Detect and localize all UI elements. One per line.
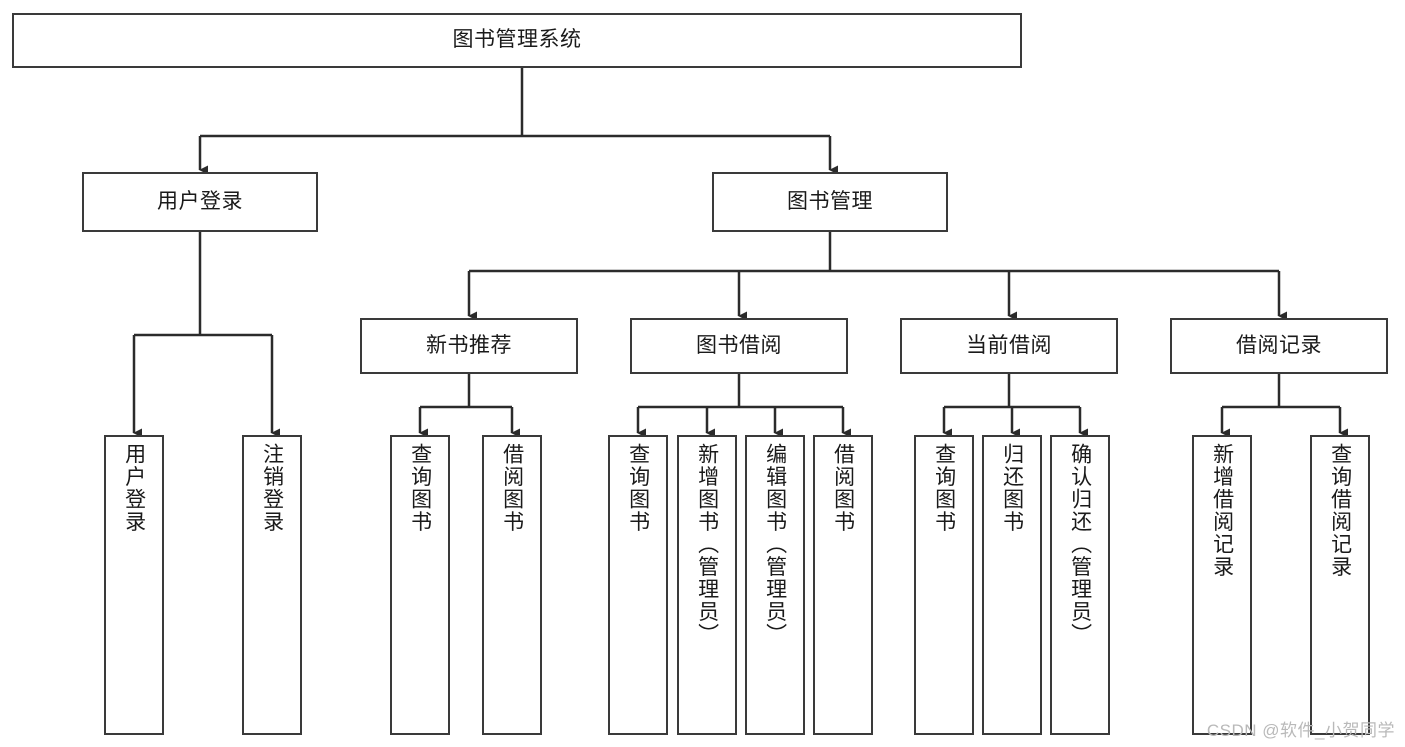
node-l3[interactable]: 查询图书 <box>390 435 450 735</box>
node-label: 查询图书 <box>408 443 432 533</box>
node-borrow[interactable]: 图书借阅 <box>630 318 848 374</box>
node-newbook[interactable]: 新书推荐 <box>360 318 578 374</box>
node-label: 新增图书（管理员） <box>695 443 719 646</box>
node-label: 查询图书 <box>932 443 956 533</box>
node-label: 图书借阅 <box>696 333 782 357</box>
node-label: 借阅图书 <box>831 443 855 533</box>
node-records[interactable]: 借阅记录 <box>1170 318 1388 374</box>
node-l4[interactable]: 借阅图书 <box>482 435 542 735</box>
node-label: 图书管理系统 <box>452 28 582 52</box>
edge-paths <box>132 68 1348 438</box>
node-l12[interactable]: 新增借阅记录 <box>1192 435 1252 735</box>
node-l13[interactable]: 查询借阅记录 <box>1310 435 1370 735</box>
node-label: 图书管理 <box>787 189 873 213</box>
node-l1[interactable]: 用户登录 <box>104 435 164 735</box>
watermark-text: CSDN @软件_小贺同学 <box>1206 721 1395 740</box>
node-l5[interactable]: 查询图书 <box>608 435 668 735</box>
node-l9[interactable]: 查询图书 <box>914 435 974 735</box>
node-label: 新增借阅记录 <box>1210 443 1234 578</box>
node-label: 新书推荐 <box>426 333 512 357</box>
node-current[interactable]: 当前借阅 <box>900 318 1118 374</box>
node-label: 归还图书 <box>1000 443 1024 533</box>
node-l10[interactable]: 归还图书 <box>982 435 1042 735</box>
node-login[interactable]: 用户登录 <box>82 172 318 232</box>
node-label: 借阅记录 <box>1236 333 1322 357</box>
node-bookmgmt[interactable]: 图书管理 <box>712 172 948 232</box>
node-label: 编辑图书（管理员） <box>763 443 787 646</box>
node-label: 用户登录 <box>157 189 243 213</box>
node-l8[interactable]: 借阅图书 <box>813 435 873 735</box>
node-l6[interactable]: 新增图书（管理员） <box>677 435 737 735</box>
node-l7[interactable]: 编辑图书（管理员） <box>745 435 805 735</box>
node-label: 查询图书 <box>626 443 650 533</box>
node-label: 当前借阅 <box>966 333 1052 357</box>
node-label: 借阅图书 <box>500 443 524 533</box>
node-label: 确认归还（管理员） <box>1068 443 1092 646</box>
node-l11[interactable]: 确认归还（管理员） <box>1050 435 1110 735</box>
node-l2[interactable]: 注销登录 <box>242 435 302 735</box>
node-root[interactable]: 图书管理系统 <box>12 13 1022 68</box>
node-label: 查询借阅记录 <box>1328 443 1352 578</box>
node-label: 用户登录 <box>122 443 146 533</box>
node-label: 注销登录 <box>260 443 284 533</box>
